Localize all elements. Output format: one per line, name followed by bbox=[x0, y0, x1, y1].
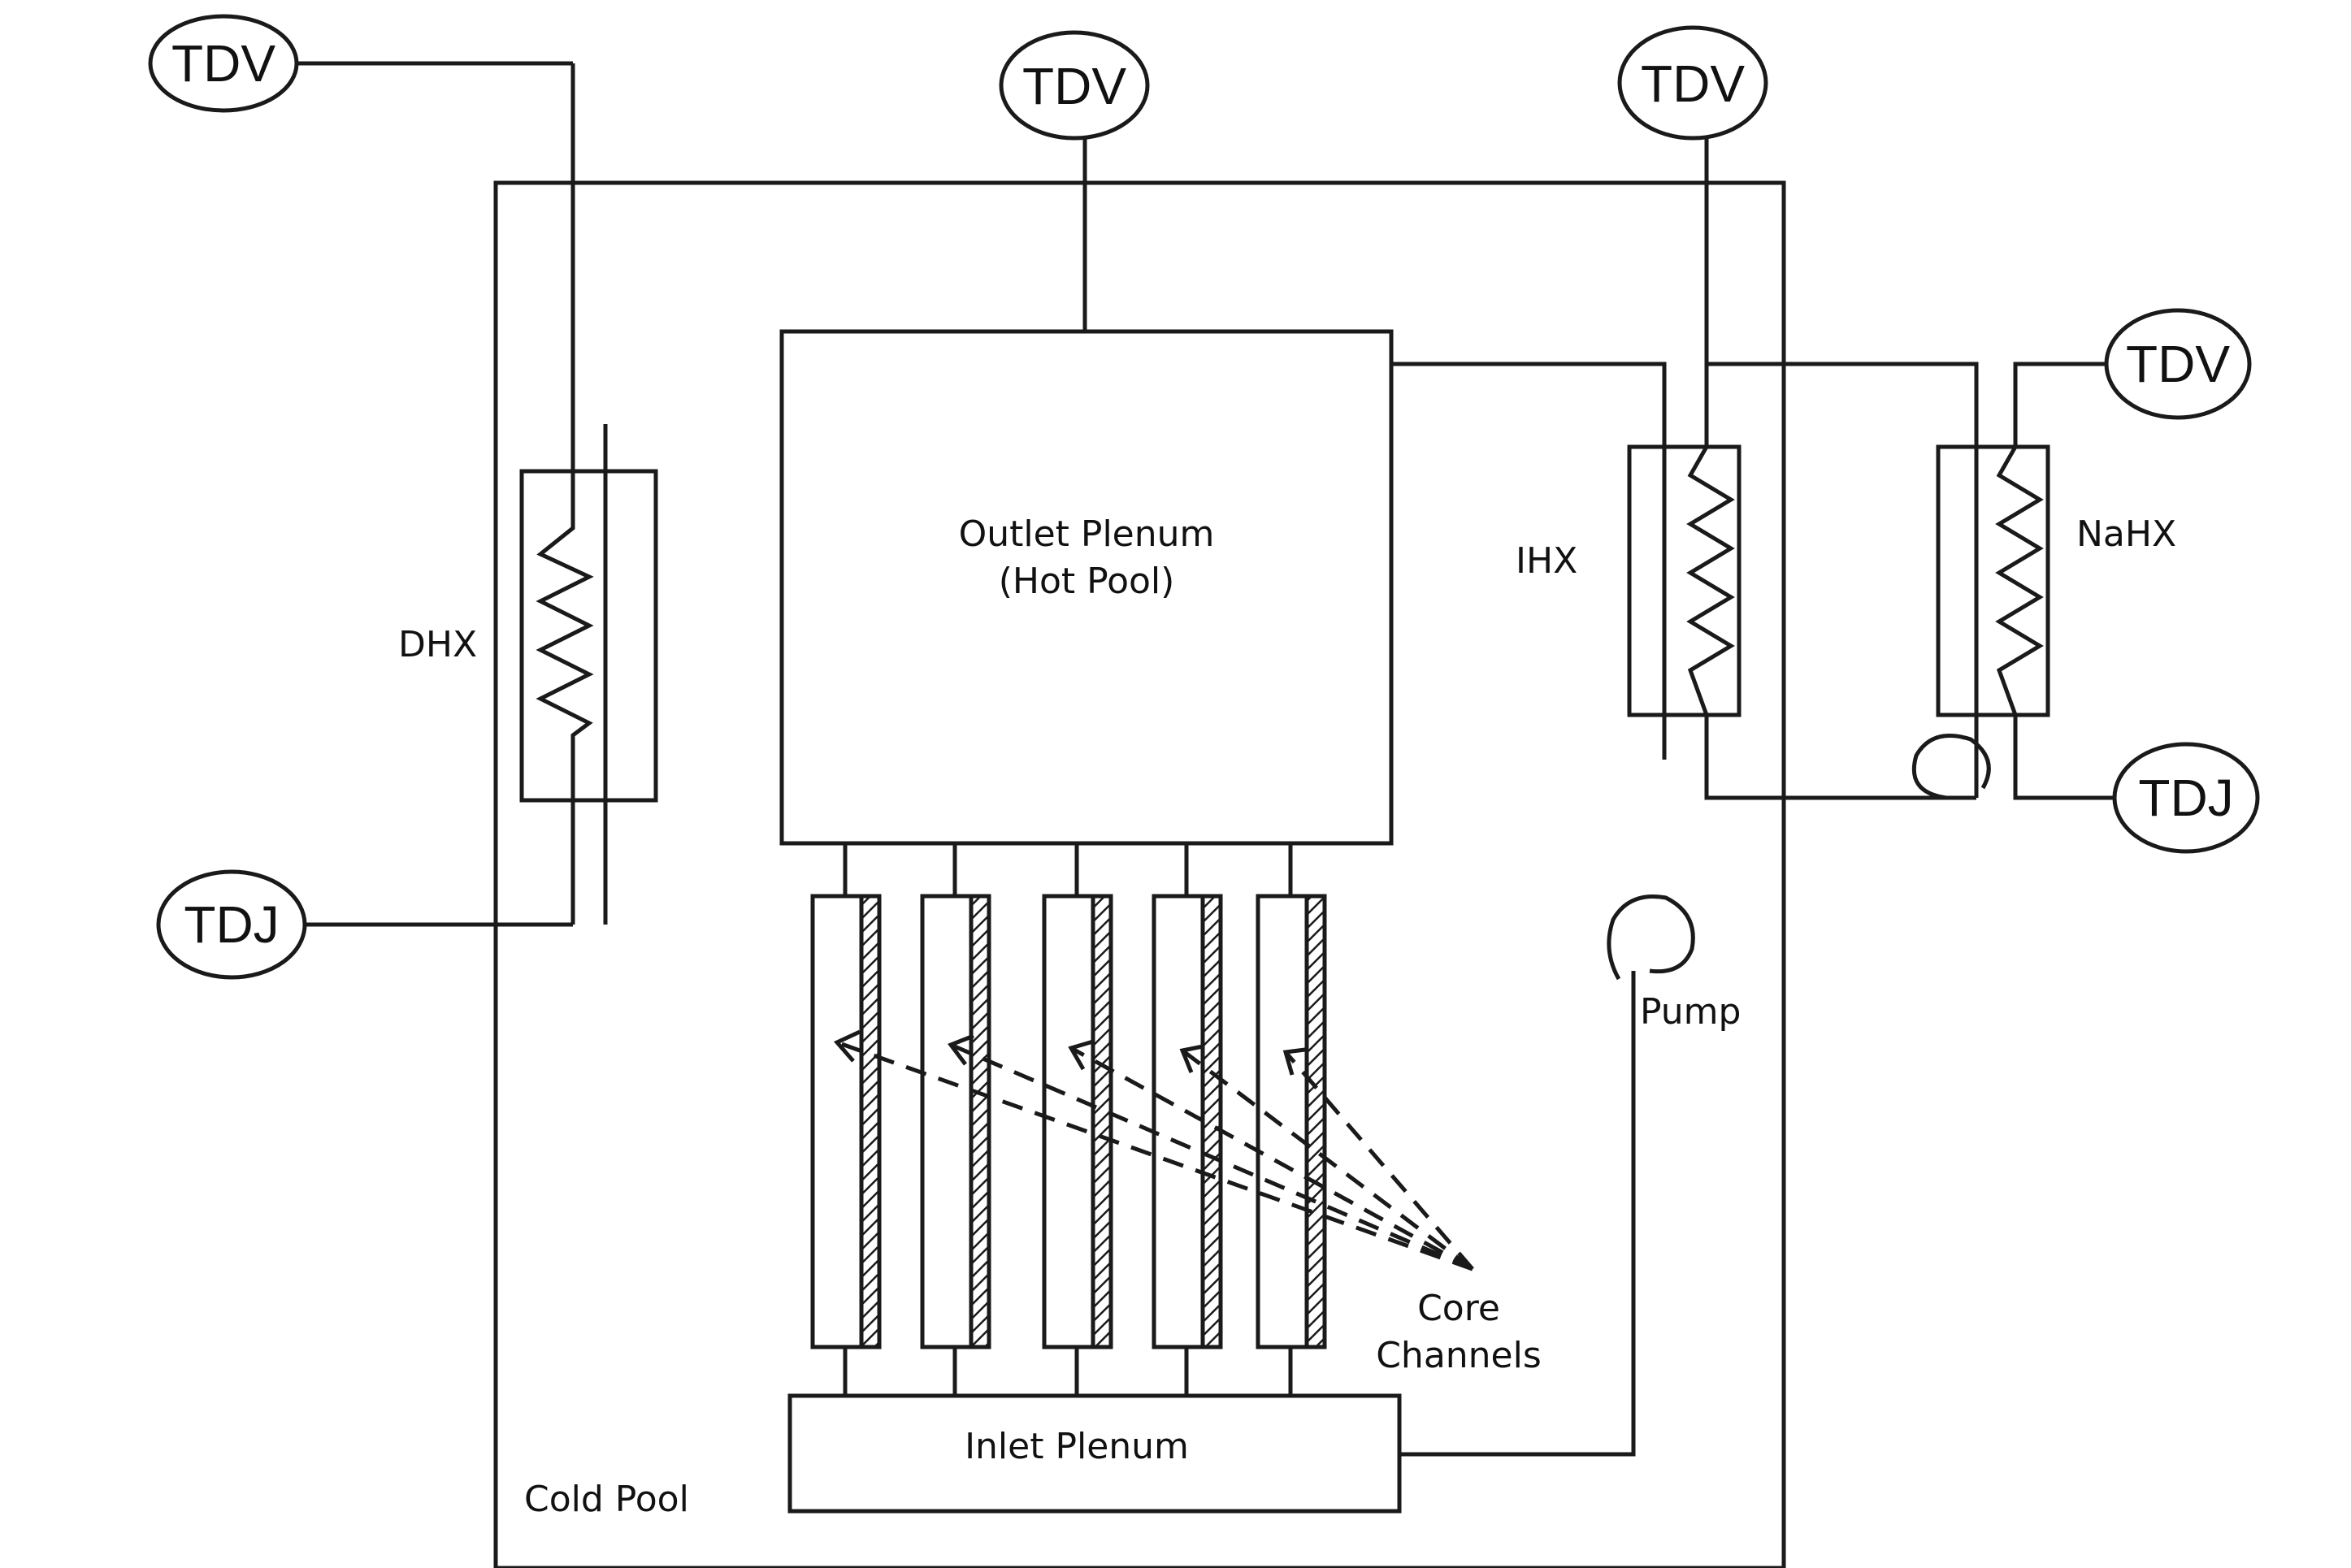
ihx-label: IHX bbox=[1516, 540, 1577, 582]
tdv-node-label: TDV bbox=[2126, 335, 2230, 393]
secondary-pump-icon bbox=[1911, 734, 1991, 800]
primary-pump-icon bbox=[1607, 894, 1695, 981]
tdv-node-outlet: TDV bbox=[999, 30, 1150, 141]
core-channel-pointer-arrows bbox=[833, 1029, 1474, 1271]
tdv-node-nahx: TDV bbox=[2104, 308, 2252, 420]
inlet-plenum-label: Inlet Plenum bbox=[965, 1426, 1189, 1467]
nahx-label: NaHX bbox=[2076, 513, 2176, 555]
tdv-node-label: TDV bbox=[171, 34, 275, 93]
tdv-node-label: TDV bbox=[1641, 54, 1745, 113]
core-channel bbox=[1152, 894, 1223, 1349]
ihx-box bbox=[1627, 444, 1742, 717]
dhx-label: DHX bbox=[398, 624, 477, 665]
cold-leg-pipe bbox=[1399, 971, 1636, 1457]
pump-label: Pump bbox=[1640, 991, 1741, 1033]
core-channel bbox=[1042, 894, 1113, 1349]
tdj-node-label: TDJ bbox=[2138, 769, 2233, 827]
outlet-plenum-sublabel: (Hot Pool) bbox=[999, 561, 1175, 602]
core-channel bbox=[1256, 894, 1327, 1349]
ihx-nahx-link bbox=[1707, 362, 1979, 798]
tdv-node-label: TDV bbox=[1022, 57, 1126, 115]
nahx-box bbox=[1936, 444, 2050, 717]
cold-pool-vessel bbox=[493, 180, 1786, 1568]
tdv-node-dhx: TDV bbox=[148, 14, 299, 113]
hot-leg-pipe bbox=[1391, 362, 1667, 760]
core-channel-stubs bbox=[843, 843, 1293, 1396]
ihx-coil bbox=[1686, 138, 1976, 800]
dhx-box bbox=[519, 469, 658, 803]
core-channel bbox=[810, 894, 882, 1349]
dhx-coil bbox=[536, 63, 594, 925]
tdj-node-dhx: TDJ bbox=[156, 869, 307, 980]
tdv-node-ihx: TDV bbox=[1617, 25, 1768, 141]
tdj-node-nahx: TDJ bbox=[2112, 742, 2260, 854]
core-channels-label: Core bbox=[1417, 1288, 1500, 1329]
tdj-node-label: TDJ bbox=[184, 895, 279, 954]
outlet-plenum-label: Outlet Plenum bbox=[959, 513, 1215, 555]
core-channel bbox=[920, 894, 991, 1349]
cold-pool-label: Cold Pool bbox=[524, 1479, 689, 1520]
core-channels-sublabel: Channels bbox=[1376, 1335, 1542, 1376]
nahx-coil bbox=[1995, 362, 2123, 800]
